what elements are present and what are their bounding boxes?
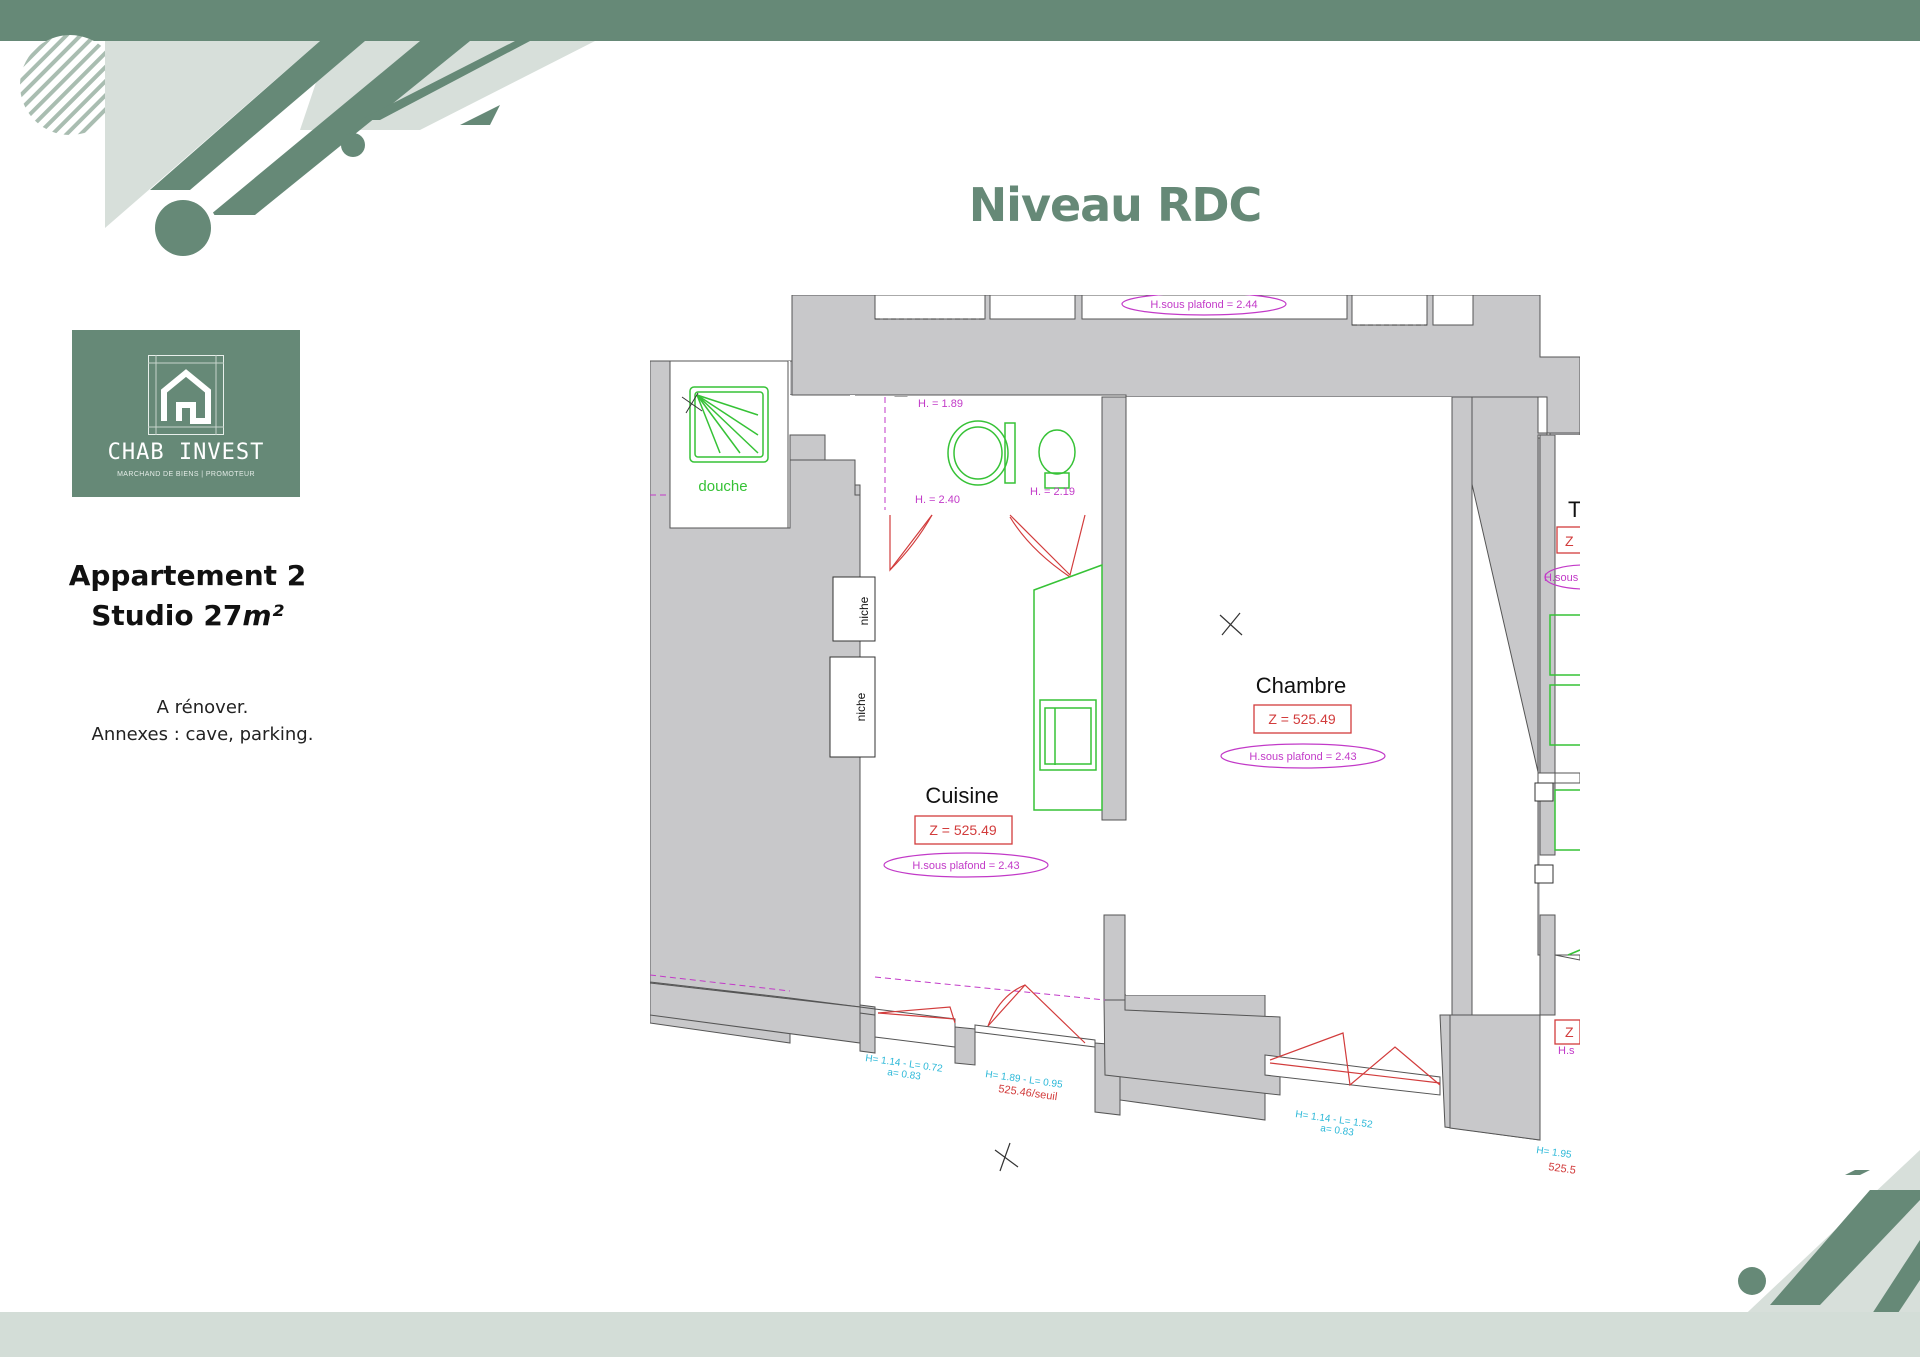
height-189: H. = 1.89 <box>918 398 963 410</box>
cut-level-2: Z <box>1565 1024 1574 1040</box>
brand-name: CHAB INVEST <box>107 440 265 465</box>
opening-window-2-angle: a= 0.83 <box>1320 1123 1355 1139</box>
ceiling-top: H.sous plafond = 2.44 <box>1150 299 1257 311</box>
niche-label-2: niche <box>854 692 868 721</box>
cut-level: Z <box>1565 533 1574 549</box>
opening-cut: H= 1.95 <box>1536 1145 1573 1161</box>
ceiling-cut: H.sous <box>1544 572 1579 584</box>
ceiling-cuisine: H.sous plafond = 2.43 <box>912 860 1019 872</box>
corner-decoration-top-left <box>20 35 595 263</box>
height-240: H. = 2.40 <box>915 494 960 506</box>
header-band <box>0 0 1920 41</box>
chambre-level: Z = 525.49 <box>1268 711 1336 727</box>
listing-note-renovate: A rénover. <box>156 697 249 718</box>
listing-notes: A rénover. Annexes : cave, parking. <box>60 694 345 748</box>
house-logo-icon <box>148 355 224 435</box>
ceiling-cut-2: H.s <box>1558 1045 1575 1057</box>
niche-label-1: niche <box>857 596 871 625</box>
footer-band <box>0 1312 1920 1357</box>
cuisine-level: Z = 525.49 <box>929 822 997 838</box>
height-219: H. = 2.19 <box>1030 486 1075 498</box>
brand-logo: CHAB INVEST MARCHAND DE BIENS | PROMOTEU… <box>72 330 300 497</box>
room-label-chambre: Chambre <box>1256 673 1346 698</box>
listing-title: Appartement 2 Studio 27m² <box>60 556 315 636</box>
listing-title-line1: Appartement 2 <box>68 559 307 592</box>
ceiling-chambre: H.sous plafond = 2.43 <box>1249 751 1356 763</box>
brand-tagline: MARCHAND DE BIENS | PROMOTEUR <box>117 471 255 478</box>
corner-decoration-bottom-right <box>1700 1150 1920 1357</box>
room-label-douche: douche <box>698 478 747 495</box>
listing-title-line2: Studio 27m² <box>60 596 315 636</box>
floor-plan: douche Cuisine Chambre T niche niche Z =… <box>650 295 1580 1177</box>
listing-note-annexes: Annexes : cave, parking. <box>91 724 314 745</box>
page-title: Niveau RDC <box>968 178 1263 232</box>
room-label-cuisine: Cuisine <box>925 783 998 808</box>
listing-size: Studio 27 <box>91 599 243 632</box>
opening-window-1-angle: a= 0.83 <box>887 1067 922 1083</box>
threshold-cut: 525.5 <box>1548 1161 1577 1177</box>
listing-size-unit: m² <box>242 599 284 632</box>
room-label-cut: T <box>1568 497 1580 522</box>
